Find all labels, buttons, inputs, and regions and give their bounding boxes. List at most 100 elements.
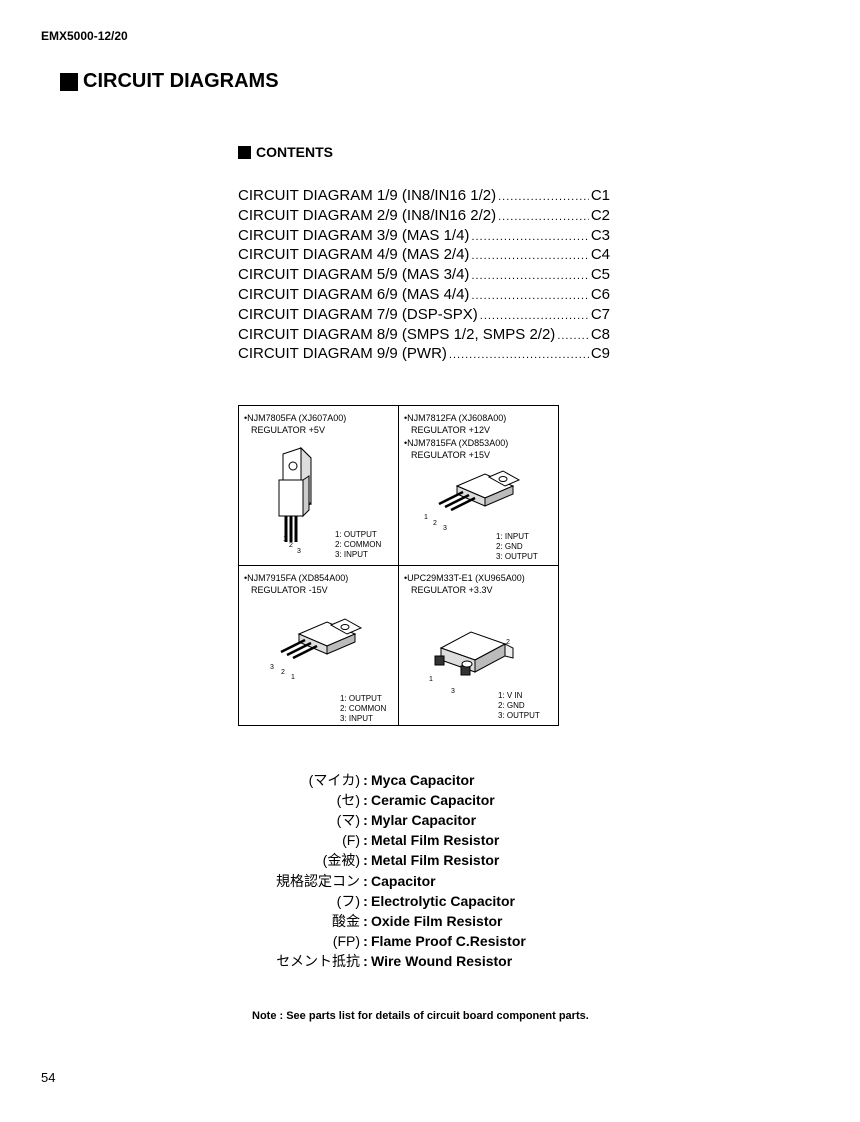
legend-key: (マ) [336, 812, 360, 829]
legend-value: Myca Capacitor [371, 772, 475, 789]
page-title-text: CIRCUIT DIAGRAMS [83, 70, 279, 92]
pin-number: 2 [433, 520, 437, 527]
legend-value: Wire Wound Resistor [371, 952, 513, 969]
toc-label: CIRCUIT DIAGRAM 2/9 (IN8/IN16 2/2) [238, 206, 497, 224]
toc-leader [498, 191, 589, 203]
pin-list: 1: V IN 2: GND 3: OUTPUT [498, 691, 540, 721]
component-cell-7915: •NJM7915FA (XD854A00) REGULATOR -15V 3 2… [239, 566, 399, 726]
toc-label: CIRCUIT DIAGRAM 6/9 (MAS 4/4) [238, 285, 470, 303]
toc-label: CIRCUIT DIAGRAM 3/9 (MAS 1/4) [238, 226, 470, 244]
legend-row: (F):Metal Film Resistor [240, 830, 640, 850]
contents-square-icon [238, 145, 251, 159]
title-square-icon [60, 72, 78, 91]
contents-heading-text: CONTENTS [256, 144, 333, 160]
toc-row[interactable]: CIRCUIT DIAGRAM 7/9 (DSP-SPX) C7 [238, 306, 610, 326]
footnote: Note : See parts list for details of cir… [252, 1010, 589, 1022]
pin-label: 2: GND [498, 701, 525, 710]
legend-separator: : [363, 852, 368, 869]
legend-row: (マ):Mylar Capacitor [240, 810, 640, 830]
pin-label: 1: V IN [498, 691, 523, 700]
legend-key: (FP) [332, 932, 360, 949]
toc-leader [498, 211, 589, 223]
pin-list: 1: OUTPUT 2: COMMON 3: INPUT [335, 530, 381, 560]
toc-leader [480, 310, 589, 322]
toc-leader [471, 250, 588, 262]
legend-key: (フ) [336, 892, 360, 909]
pin-label: 3: INPUT [335, 550, 368, 559]
pin-label: 1: OUTPUT [340, 694, 382, 703]
legend-separator: : [363, 952, 368, 969]
toc-leader [449, 349, 589, 361]
pin-label: 2: COMMON [335, 540, 382, 549]
toc-row[interactable]: CIRCUIT DIAGRAM 2/9 (IN8/IN16 2/2) C2 [238, 207, 610, 227]
component-cell-7812: •NJM7812FA (XJ608A00) REGULATOR +12V •NJ… [399, 406, 559, 566]
component-part-number: •UPC29M33T-E1 (XU965A00) [404, 573, 525, 583]
component-description: REGULATOR +12V [411, 425, 490, 435]
pin-number: 2 [281, 669, 285, 676]
toc-leader [471, 270, 588, 282]
toc-page: C9 [590, 345, 610, 363]
legend-row: (フ):Electrolytic Capacitor [240, 891, 640, 911]
pin-list: 1: INPUT 2: GND 3: OUTPUT [496, 532, 538, 562]
component-part-number: •NJM7815FA (XD853A00) [404, 438, 509, 448]
header-model: EMX5000-12/20 [41, 29, 128, 43]
toc-leader [471, 290, 588, 302]
toc-row[interactable]: CIRCUIT DIAGRAM 4/9 (MAS 2/4)C4 [238, 246, 610, 266]
pin-label: 1: INPUT [496, 532, 529, 541]
legend-value: Electrolytic Capacitor [371, 892, 515, 909]
legend-key: (マイカ) [308, 772, 360, 789]
toc-page: C2 [590, 206, 610, 224]
legend-row: セメント抵抗:Wire Wound Resistor [240, 951, 640, 971]
toc-label: CIRCUIT DIAGRAM 9/9 (PWR) [238, 345, 447, 363]
legend-row: 規格認定コン:Capacitor [240, 870, 640, 890]
pin-number: 2 [289, 542, 293, 549]
legend-row: 酸金:Oxide Film Resistor [240, 911, 640, 931]
legend-separator: : [363, 812, 368, 829]
toc-leader [557, 330, 589, 342]
toc-label: CIRCUIT DIAGRAM 7/9 (DSP-SPX) [238, 305, 478, 323]
component-cell-upc29m33: •UPC29M33T-E1 (XU965A00) REGULATOR +3.3V… [399, 566, 559, 726]
toc-leader [471, 231, 588, 243]
component-part-number: •NJM7915FA (XD854A00) [244, 573, 349, 583]
toc-page: C7 [590, 305, 610, 323]
component-description: REGULATOR +15V [411, 450, 490, 460]
pin-label: 1: OUTPUT [335, 530, 377, 539]
page-title: CIRCUIT DIAGRAMS [60, 70, 279, 93]
toc-row[interactable]: CIRCUIT DIAGRAM 1/9 (IN8/IN16 1/2)C1 [238, 187, 610, 207]
legend-value: Capacitor [371, 872, 436, 889]
pin-label: 3: OUTPUT [498, 711, 540, 720]
legend-key: (F) [342, 832, 360, 849]
toc-row[interactable]: CIRCUIT DIAGRAM 3/9 (MAS 1/4)C3 [238, 227, 610, 247]
toc-row[interactable]: CIRCUIT DIAGRAM 5/9 (MAS 3/4)C5 [238, 266, 610, 286]
toc-label: CIRCUIT DIAGRAM 8/9 (SMPS 1/2, SMPS 2/2) [238, 325, 556, 343]
legend-key: (金被) [322, 852, 360, 869]
toc-row[interactable]: CIRCUIT DIAGRAM 6/9 (MAS 4/4) C6 [238, 286, 610, 306]
toc-row[interactable]: CIRCUIT DIAGRAM 8/9 (SMPS 1/2, SMPS 2/2)… [238, 326, 610, 346]
legend-separator: : [363, 772, 368, 789]
pin-number: 1 [429, 676, 433, 683]
pin-number: 3 [443, 525, 447, 532]
legend-value: Mylar Capacitor [371, 812, 477, 829]
legend-value: Ceramic Capacitor [371, 792, 495, 809]
pin-number: 3 [297, 548, 301, 555]
pin-list: 1: OUTPUT 2: COMMON 3: INPUT [340, 694, 386, 724]
legend-separator: : [363, 892, 368, 909]
legend-key: 規格認定コン [276, 872, 360, 889]
to220-horizontal-icon [280, 618, 363, 660]
legend-separator: : [363, 932, 368, 949]
toc-page: C1 [590, 187, 610, 204]
component-description: REGULATOR +3.3V [411, 585, 493, 595]
pin-number: 2 [506, 639, 510, 646]
legend-separator: : [363, 792, 368, 809]
toc-page: C6 [590, 285, 610, 303]
to220-horizontal-icon [438, 470, 521, 512]
pin-number: 1 [424, 514, 428, 521]
legend-value: Oxide Film Resistor [371, 912, 503, 929]
component-description: REGULATOR +5V [251, 425, 325, 435]
legend-separator: : [363, 832, 368, 849]
contents-heading: CONTENTS [238, 144, 333, 160]
pin-label: 3: INPUT [340, 714, 373, 723]
toc-row[interactable]: CIRCUIT DIAGRAM 9/9 (PWR) C9 [238, 345, 610, 365]
legend-row: (FP):Flame Proof C.Resistor [240, 931, 640, 951]
dpak-package-icon [434, 631, 514, 676]
